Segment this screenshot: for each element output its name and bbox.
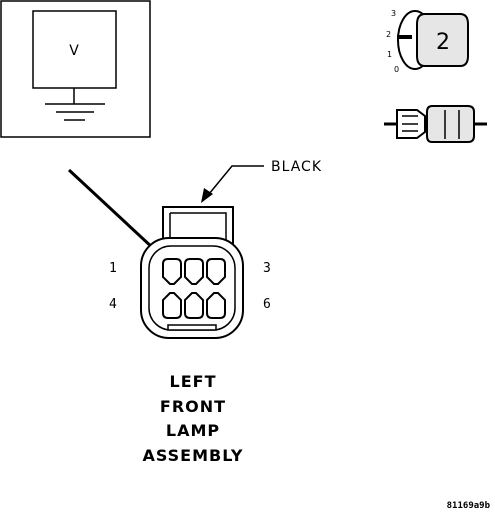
pin-label-3: 3	[263, 261, 271, 276]
figure-code: 81169a9b	[447, 501, 491, 511]
ignition-switch-icon: 3 2 1 0 2	[386, 9, 469, 74]
pin-cavities	[162, 258, 226, 319]
pin-cavity-1	[162, 258, 182, 285]
ignition-position-2: 2	[386, 30, 391, 39]
connector-color-label: BLACK	[271, 159, 322, 175]
voltmeter-label: V	[69, 43, 79, 59]
pin-cavity-3	[206, 258, 226, 285]
pin-cavity-4	[162, 292, 182, 319]
assembly-title-line-2: FRONT	[160, 397, 226, 416]
ignition-selected-position: 2	[436, 30, 450, 55]
connector-disconnect-icon	[384, 105, 487, 143]
ignition-position-1: 1	[387, 50, 392, 59]
color-callout: BLACK	[201, 159, 322, 203]
assembly-title: LEFT FRONT LAMP ASSEMBLY	[142, 372, 243, 465]
pin-label-6: 6	[263, 297, 271, 312]
voltmeter-panel: V	[0, 0, 151, 138]
ignition-position-0: 0	[394, 65, 399, 74]
pin-label-4: 4	[109, 297, 117, 312]
pin-cavity-2	[184, 258, 204, 285]
assembly-title-line-3: LAMP	[166, 421, 220, 440]
ground-symbol-icon	[45, 88, 105, 121]
pin-cavity-5	[184, 292, 204, 319]
pin-cavity-6	[206, 292, 226, 319]
ignition-position-3: 3	[391, 9, 396, 18]
six-pin-connector	[140, 206, 244, 339]
assembly-title-line-1: LEFT	[170, 372, 217, 391]
assembly-title-line-4: ASSEMBLY	[142, 446, 243, 465]
pin-label-1: 1	[109, 261, 117, 276]
